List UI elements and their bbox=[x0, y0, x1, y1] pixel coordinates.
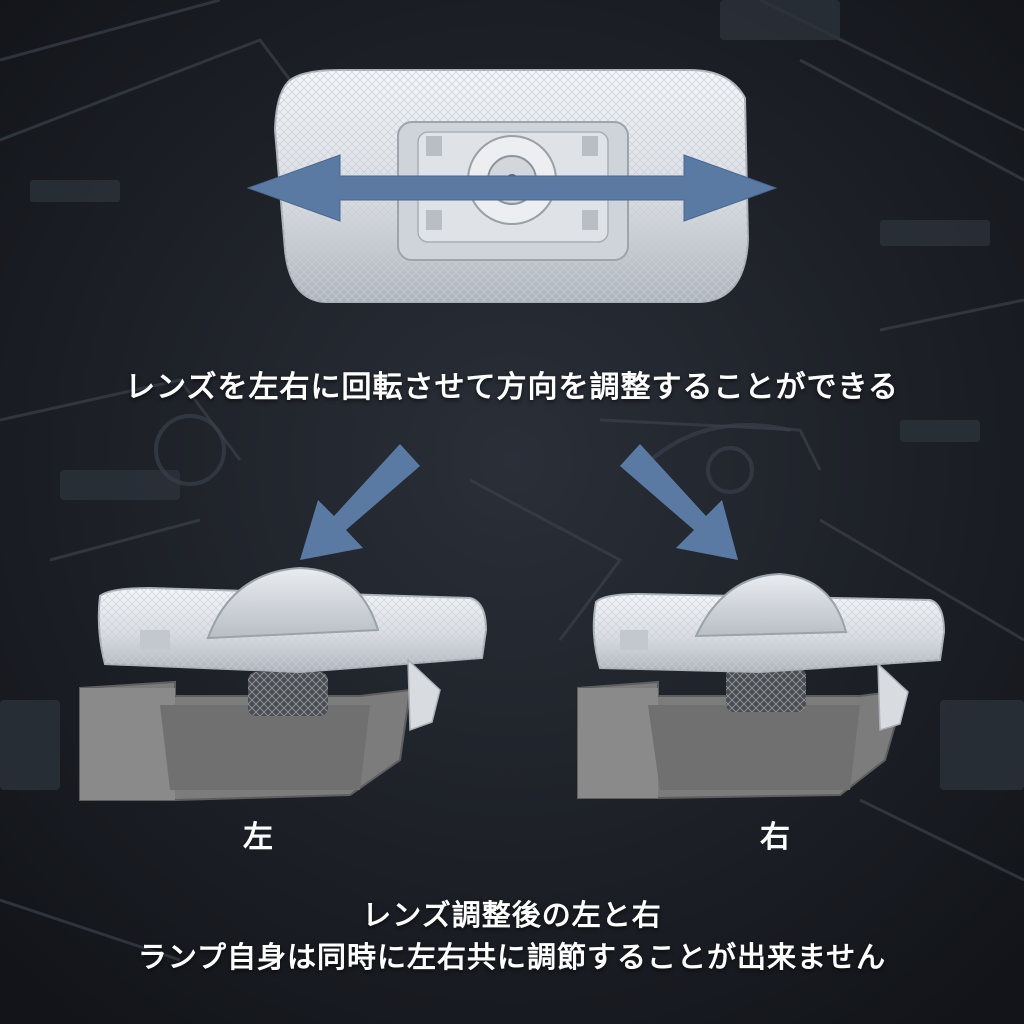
left-label: 左 bbox=[243, 820, 273, 855]
right-label: 右 bbox=[760, 820, 790, 855]
note-line-1: レンズ調整後の左と右 bbox=[362, 898, 662, 932]
top-arrow-icon bbox=[246, 154, 778, 222]
right-arrow-icon bbox=[620, 444, 738, 560]
right-lamp-image bbox=[577, 572, 946, 799]
note-line-2: ランプ自身は同時に左右共に調節することが出来ません bbox=[137, 940, 887, 974]
left-arrow-icon bbox=[300, 444, 420, 560]
left-lamp-image bbox=[79, 566, 488, 801]
main-caption: レンズを左右に回転させて方向を調整することができる bbox=[125, 370, 899, 405]
